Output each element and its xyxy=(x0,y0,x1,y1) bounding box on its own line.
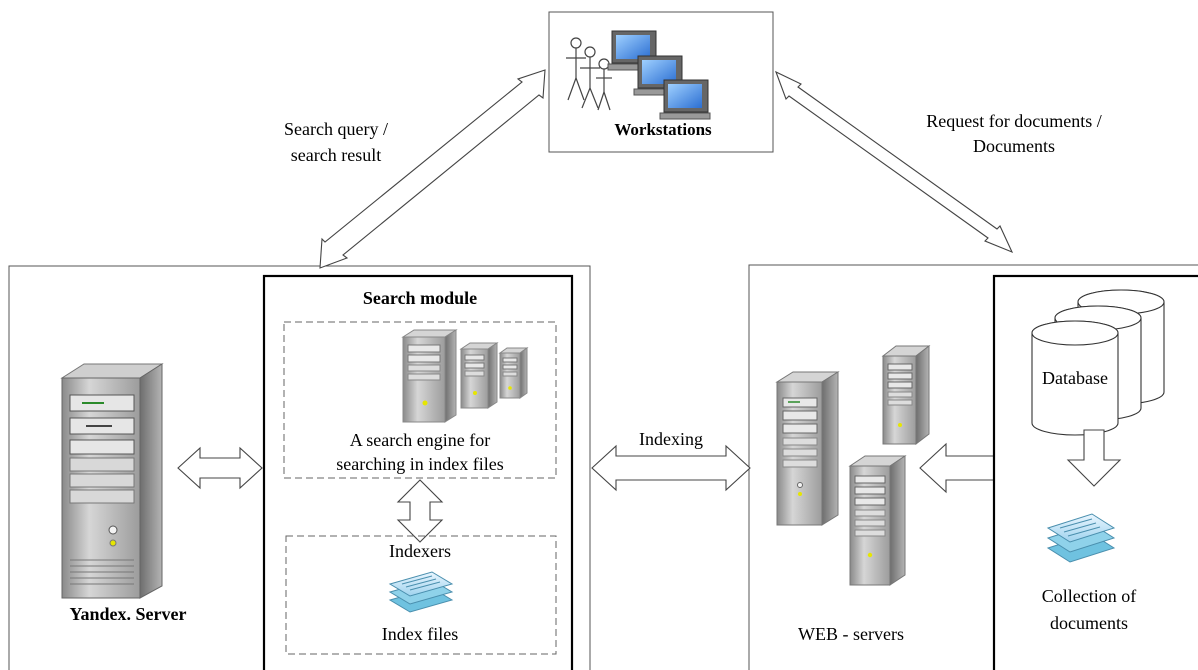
search-engine-area xyxy=(283,321,557,479)
database-icon xyxy=(1031,289,1165,436)
search-result-label: search result xyxy=(291,145,381,165)
workstations-box: Workstations xyxy=(548,11,774,153)
collection-label-line1: Collection of xyxy=(1042,586,1136,606)
index-files-label: Index files xyxy=(382,624,458,644)
indexing-label: Indexing xyxy=(639,429,703,449)
yandex-server-label: Yandex. Server xyxy=(70,604,187,624)
web-servers-label: WEB - servers xyxy=(798,624,904,644)
computer-icon xyxy=(659,79,711,120)
request-label: Request for documents / xyxy=(926,111,1101,131)
documents-arrow xyxy=(775,70,1014,254)
search-engine-label-line1: A search engine for xyxy=(350,430,490,450)
server-icon xyxy=(848,455,907,586)
search-query-label: Search query / xyxy=(284,119,388,139)
server-icon xyxy=(498,347,529,399)
workstations-label: Workstations xyxy=(614,120,712,139)
server-module-arrow xyxy=(177,446,263,490)
indexers-label: Indexers xyxy=(389,541,451,561)
yandex-server-panel xyxy=(8,265,591,670)
database-label: Database xyxy=(1042,368,1108,388)
server-icon xyxy=(60,363,164,599)
computer-icon xyxy=(633,55,685,96)
collection-webservers-arrow xyxy=(919,442,995,494)
database-collection-arrow xyxy=(1066,429,1122,487)
collection-label-line2: documents xyxy=(1050,613,1128,633)
search-engine-label-line2: searching in index files xyxy=(336,454,503,474)
server-icon xyxy=(775,371,840,526)
users-icon xyxy=(566,37,612,111)
server-icon xyxy=(881,344,931,446)
server-icon xyxy=(401,329,458,423)
engine-indexers-arrow xyxy=(396,479,444,543)
server-icon xyxy=(459,342,499,409)
documents-icon xyxy=(1046,513,1116,563)
indexers-area xyxy=(285,535,557,655)
web-servers-panel xyxy=(748,264,1198,670)
indexing-arrow xyxy=(591,444,751,492)
documents-label: Documents xyxy=(973,136,1055,156)
query-arrow xyxy=(319,69,546,269)
search-module-title: Search module xyxy=(363,288,477,308)
index-files-icon xyxy=(388,571,454,613)
